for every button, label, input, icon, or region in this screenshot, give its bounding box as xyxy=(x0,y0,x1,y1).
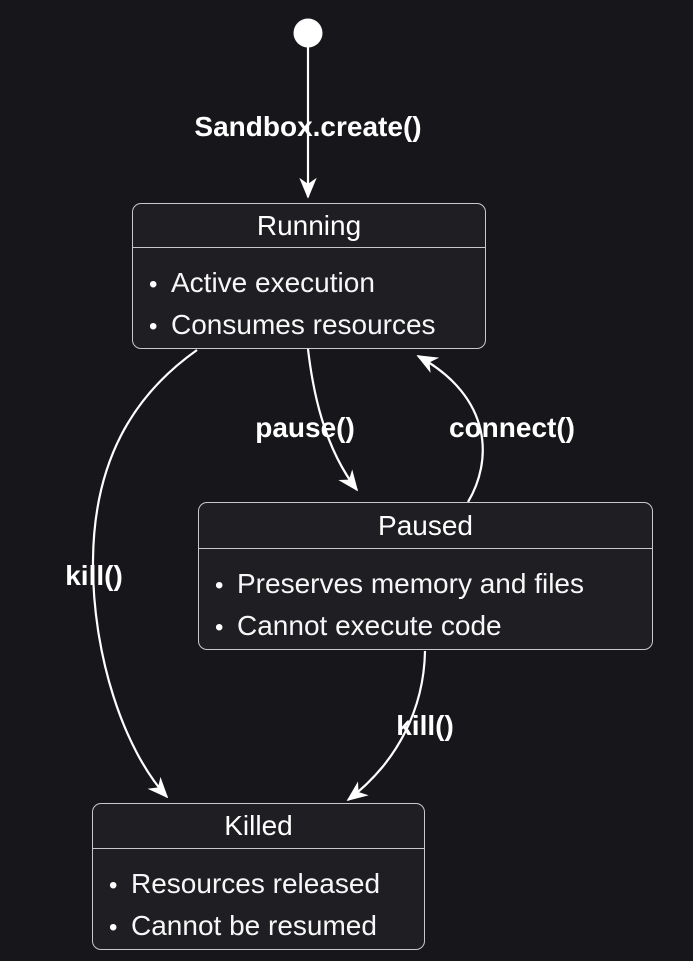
list-item: • Resources released xyxy=(109,864,412,906)
state-running-title: Running xyxy=(133,204,485,248)
list-item: • Preserves memory and files xyxy=(215,564,640,606)
list-item-text: Preserves memory and files xyxy=(237,568,585,599)
bullet-icon: • xyxy=(109,914,118,941)
state-paused-title: Paused xyxy=(199,503,652,549)
state-paused: Paused • Preserves memory and files • Ca… xyxy=(198,502,653,650)
transition-pause-path xyxy=(306,348,359,492)
state-killed-title: Killed xyxy=(93,804,424,849)
edge-label-kill-paused: kill() xyxy=(396,710,454,741)
list-item-text: Consumes resources xyxy=(171,309,436,340)
state-killed-body: • Resources released • Cannot be resumed xyxy=(93,849,424,948)
edge-label-connect: connect() xyxy=(449,412,575,443)
list-item: • Active execution xyxy=(149,263,473,305)
list-item: • Consumes resources xyxy=(149,305,473,347)
list-item-text: Cannot execute code xyxy=(237,610,502,641)
state-killed: Killed • Resources released • Cannot be … xyxy=(92,803,425,950)
edge-label-sandbox-create: Sandbox.create() xyxy=(194,111,422,142)
transition-kill-running-path xyxy=(91,349,198,799)
edge-label-kill-running: kill() xyxy=(65,560,123,591)
list-item: • Cannot execute code xyxy=(215,606,640,648)
bullet-icon: • xyxy=(109,872,118,899)
bullet-icon: • xyxy=(149,313,158,340)
bullet-icon: • xyxy=(149,271,158,298)
start-state-dot xyxy=(293,18,323,48)
transition-kill-paused-path xyxy=(346,650,427,802)
state-paused-body: • Preserves memory and files • Cannot ex… xyxy=(199,549,652,648)
bullet-icon: • xyxy=(215,572,224,599)
bullet-icon: • xyxy=(215,614,224,641)
list-item-text: Resources released xyxy=(131,868,381,899)
list-item: • Cannot be resumed xyxy=(109,906,412,948)
list-item-text: Active execution xyxy=(171,267,375,298)
transition-connect-path xyxy=(416,355,484,503)
state-running-body: • Active execution • Consumes resources xyxy=(133,248,485,347)
edge-label-pause: pause() xyxy=(255,412,355,443)
list-item-text: Cannot be resumed xyxy=(131,910,377,941)
state-running: Running • Active execution • Consumes re… xyxy=(132,203,486,349)
